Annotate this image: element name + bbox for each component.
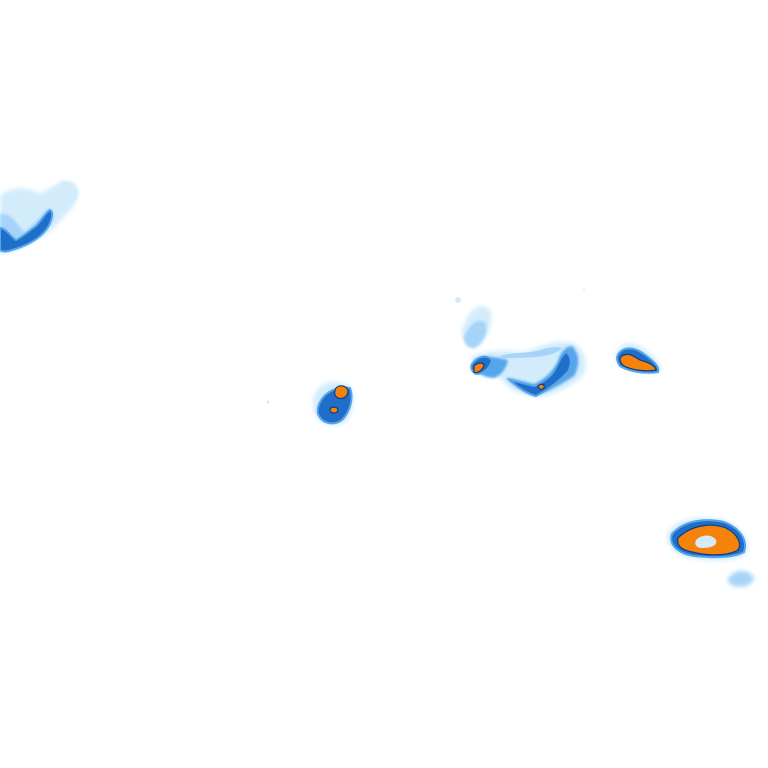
precip-cell-southeast-ring [667, 517, 754, 587]
precip-cell-central-small [313, 382, 354, 426]
precip-specks [266, 289, 585, 404]
precip-cell-northwest-band [0, 180, 78, 254]
precip-cell-central-east-arc [462, 306, 586, 398]
precip-cell-east [615, 343, 661, 374]
